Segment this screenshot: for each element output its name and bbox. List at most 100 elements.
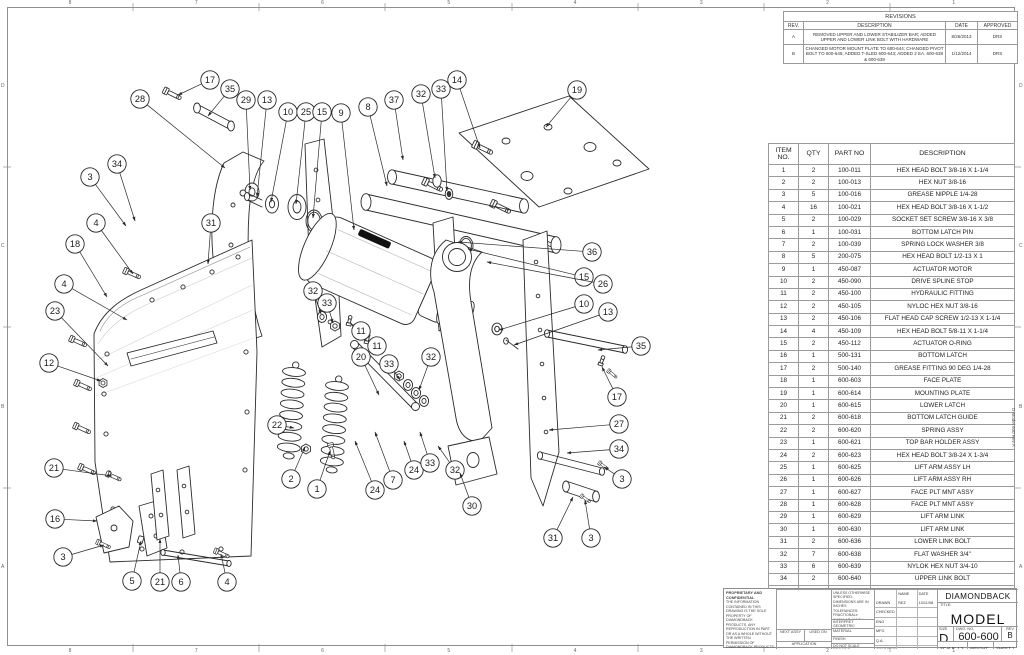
material-cell: MATERIAL xyxy=(831,628,874,636)
balloon-34: 34 xyxy=(566,439,629,459)
signoff-row: Q.A. xyxy=(875,635,937,645)
svg-text:32: 32 xyxy=(416,89,426,99)
signoff-row: COMMENTS: xyxy=(875,645,937,649)
application-label: APPLICATION xyxy=(791,642,817,646)
svg-text:35: 35 xyxy=(636,341,646,351)
balloon-27: 27 xyxy=(548,414,629,434)
revisions-title: REVISIONS xyxy=(782,11,1019,22)
title-block: PROPRIETARY AND CONFIDENTIAL THE INFORMA… xyxy=(723,588,1018,649)
balloon-24: 24 xyxy=(403,440,424,480)
balloon-1: 1 xyxy=(307,450,331,499)
balloon-10: 10 xyxy=(270,102,298,203)
svg-text:32: 32 xyxy=(450,465,460,475)
scale-label: SCALE: 1:3 xyxy=(940,646,964,649)
balloon-19: 19 xyxy=(545,80,587,128)
balloon-4: 4 xyxy=(217,553,237,592)
balloon-32: 32 xyxy=(303,281,323,315)
zone-letter-left: A xyxy=(1,563,5,570)
signoff-row: ENG APPR. xyxy=(875,616,937,626)
balloon-28: 28 xyxy=(130,89,226,169)
signoff-row: CHECKED xyxy=(875,607,937,617)
balloon-18: 18 xyxy=(65,234,108,298)
balloon-32: 32 xyxy=(411,84,436,179)
zone-letter-left: C xyxy=(1,243,5,250)
svg-text:3: 3 xyxy=(588,533,593,543)
svg-text:15: 15 xyxy=(579,272,589,282)
balloon-3: 3 xyxy=(603,466,632,489)
proprietary-block: PROPRIETARY AND CONFIDENTIAL THE INFORMA… xyxy=(724,589,776,649)
svg-text:8: 8 xyxy=(365,102,370,112)
next-assy-label: NEXT ASSY xyxy=(779,630,802,634)
svg-text:25: 25 xyxy=(301,107,311,117)
tolerance-line: DIMENSIONS ARE IN INCHES xyxy=(833,599,869,609)
svg-text:32: 32 xyxy=(426,352,436,362)
used-on-cell: USED ON xyxy=(804,629,831,641)
svg-text:12: 12 xyxy=(44,358,54,368)
date-header: DATE xyxy=(916,590,937,599)
tolerance-block: UNLESS OTHERWISE SPECIFIED:DIMENSIONS AR… xyxy=(831,589,874,619)
do-not-scale-cell: DO NOT SCALE DRAWING xyxy=(831,643,874,649)
balloon-30: 30 xyxy=(459,472,482,516)
balloon-6: 6 xyxy=(171,554,191,592)
svg-text:11: 11 xyxy=(356,326,366,336)
zone-number-top: 1 xyxy=(952,0,956,6)
svg-text:15: 15 xyxy=(317,107,327,117)
signoff-header-row: NAME DATE xyxy=(875,590,937,599)
balloon-17: 17 xyxy=(177,70,220,96)
svg-text:3: 3 xyxy=(619,474,624,484)
material-label: MATERIAL xyxy=(833,629,852,633)
company-cell: DIAMONDBACK PRODUCTS xyxy=(937,589,1018,602)
balloon-31: 31 xyxy=(201,213,221,265)
mounting-plate-shape xyxy=(458,95,650,208)
zone-number-bottom: 5 xyxy=(447,648,451,654)
balloon-20: 20 xyxy=(351,347,380,396)
balloon-23: 23 xyxy=(45,301,109,367)
size-label: SIZE xyxy=(939,627,948,631)
svg-text:4: 4 xyxy=(224,577,229,587)
zone-letter-left: B xyxy=(1,403,5,410)
application-spacer xyxy=(776,589,831,629)
svg-text:26: 26 xyxy=(598,279,608,289)
finish-label: FINISH xyxy=(833,637,846,641)
parts-header: DESCRIPTION xyxy=(870,143,1015,165)
weight-cell: WEIGHT: xyxy=(967,641,993,649)
svg-text:21: 21 xyxy=(155,577,165,587)
svg-text:35: 35 xyxy=(225,84,235,94)
name-header: NAME xyxy=(896,590,916,599)
balloon-9: 9 xyxy=(331,103,356,231)
revisions-header: DESCRIPTION xyxy=(803,21,946,30)
svg-text:30: 30 xyxy=(467,501,477,511)
balloon-36: 36 xyxy=(457,240,602,262)
svg-text:23: 23 xyxy=(50,306,60,316)
zone-letter-right: C xyxy=(1019,243,1023,250)
svg-text:3: 3 xyxy=(87,172,92,182)
svg-text:16: 16 xyxy=(50,514,60,524)
svg-text:7: 7 xyxy=(390,475,395,485)
zone-number-top: 5 xyxy=(447,0,451,6)
title-cell: TITLE: MODEL 600 xyxy=(937,602,1018,626)
svg-text:33: 33 xyxy=(322,298,332,308)
tolerance-line: TOLERANCES: xyxy=(833,608,859,613)
company-name: DIAMONDBACK PRODUCTS xyxy=(945,592,1011,602)
bottom-latch-shape xyxy=(95,465,232,567)
zone-letter-right: D xyxy=(1019,83,1023,90)
balloon-15: 15 xyxy=(311,102,332,219)
next-assy-cell: NEXT ASSY xyxy=(776,629,804,641)
svg-text:9: 9 xyxy=(338,108,343,118)
parts-header: ITEM NO. xyxy=(768,143,799,165)
drawing-title: MODEL 600 xyxy=(950,611,1006,626)
